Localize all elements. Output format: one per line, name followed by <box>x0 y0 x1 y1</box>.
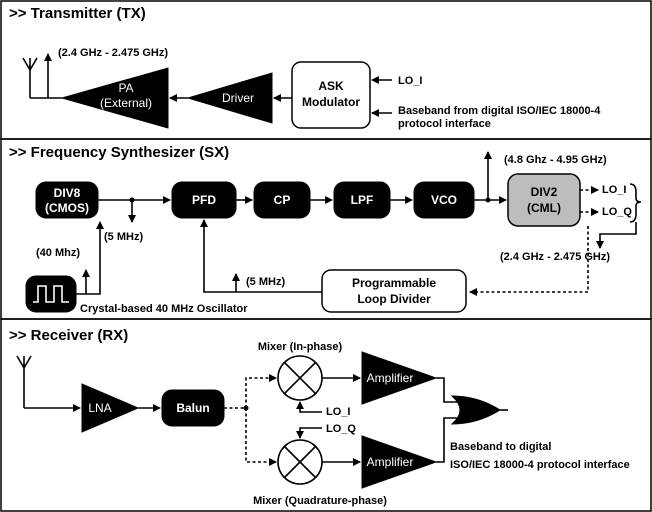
rx-output-line2: ISO/IEC 18000-4 protocol interface <box>450 459 630 471</box>
ask-modulator-line1: ASK <box>318 79 344 93</box>
divider-to-pfd-path <box>200 219 322 293</box>
lo-brace <box>629 183 642 223</box>
rx-section-frame <box>0 318 652 512</box>
balun-to-mixer-i <box>245 374 277 408</box>
combiner-gate <box>450 395 501 425</box>
lo-brace-output-arrow <box>596 222 637 249</box>
square-wave-icon <box>33 285 69 303</box>
mixer-i-label: Mixer (In-phase) <box>258 341 343 353</box>
pa-label-line1: PA <box>118 81 133 95</box>
sx-ref-freq-2: (5 MHz) <box>246 276 285 288</box>
balun-to-mixer-q <box>245 408 277 466</box>
driver-label: Driver <box>222 91 254 105</box>
tx-band-label: (2.4 GHz - 2.475 GHz) <box>58 47 168 59</box>
amp-q-label: Amplifier <box>367 455 414 469</box>
div2-block <box>507 173 581 227</box>
amp-i-label: Amplifier <box>367 371 414 385</box>
div8-line1: DIV8 <box>54 186 81 200</box>
mixer-q-symbol <box>277 439 323 485</box>
ask-modulator-block <box>291 61 371 129</box>
lna-amplifier <box>81 383 140 433</box>
rx-output-line1: Baseband to digital <box>450 441 551 453</box>
ask-modulator-line2: Modulator <box>302 95 360 109</box>
tx-title: >> Transmitter (TX) <box>9 5 146 22</box>
pa-label-line2: (External) <box>100 96 152 110</box>
driver-amplifier <box>186 72 273 124</box>
div8-line2: (CMOS) <box>45 201 89 215</box>
osc-to-div8-path <box>76 221 104 295</box>
sx-lo-band: (2.4 GHz - 2.475 GHz) <box>500 251 610 263</box>
sx-lo-q: LO_Q <box>602 206 632 218</box>
rx-lo-i: LO_I <box>326 406 350 418</box>
rx-lo-q: LO_Q <box>326 423 356 435</box>
amplifier-q <box>361 435 438 489</box>
pa-amplifier <box>60 67 169 129</box>
tx-lo-input-label: LO_I <box>398 75 422 87</box>
sx-ref-freq-1: (5 MHz) <box>104 231 143 243</box>
amplifier-i <box>361 351 438 405</box>
balun-label: Balun <box>176 401 209 415</box>
tx-antenna-icon <box>22 57 38 98</box>
sx-osc-label: Crystal-based 40 MHz Oscillator <box>80 303 248 315</box>
div2-feedback-path <box>469 226 589 296</box>
tx-baseband-line2: protocol interface <box>398 118 491 130</box>
programmable-loop-divider-block <box>321 269 467 313</box>
rx-title: >> Receiver (RX) <box>9 327 128 344</box>
divider-line2: Loop Divider <box>357 292 431 306</box>
tx-baseband-line1: Baseband from digital ISO/IEC 18000-4 <box>398 105 601 117</box>
sx-title: >> Frequency Synthesizer (SX) <box>9 144 229 161</box>
mixer-i-symbol <box>277 355 323 401</box>
pfd-label: PFD <box>192 193 216 207</box>
rx-antenna-icon <box>16 355 32 408</box>
divider-line1: Programmable <box>352 276 436 290</box>
rx-lo-i-path <box>296 401 322 413</box>
sx-vco-band: (4.8 Ghz - 4.95 GHz) <box>504 154 607 166</box>
crystal-oscillator-block <box>25 275 77 313</box>
lpf-label: LPF <box>351 193 374 207</box>
div2-line2: (CML) <box>527 201 561 215</box>
vco-label: VCO <box>431 193 457 207</box>
cp-label: CP <box>274 193 291 207</box>
amp-q-to-gate <box>436 417 460 463</box>
rx-lo-q-path <box>296 427 322 439</box>
sx-lo-i: LO_I <box>602 184 626 196</box>
amp-i-to-gate <box>436 377 460 403</box>
div2-line1: DIV2 <box>531 185 558 199</box>
mixer-q-label: Mixer (Quadrature-phase) <box>253 495 387 507</box>
sx-osc-freq: (40 Mhz) <box>36 247 80 259</box>
lna-label: LNA <box>88 401 111 415</box>
